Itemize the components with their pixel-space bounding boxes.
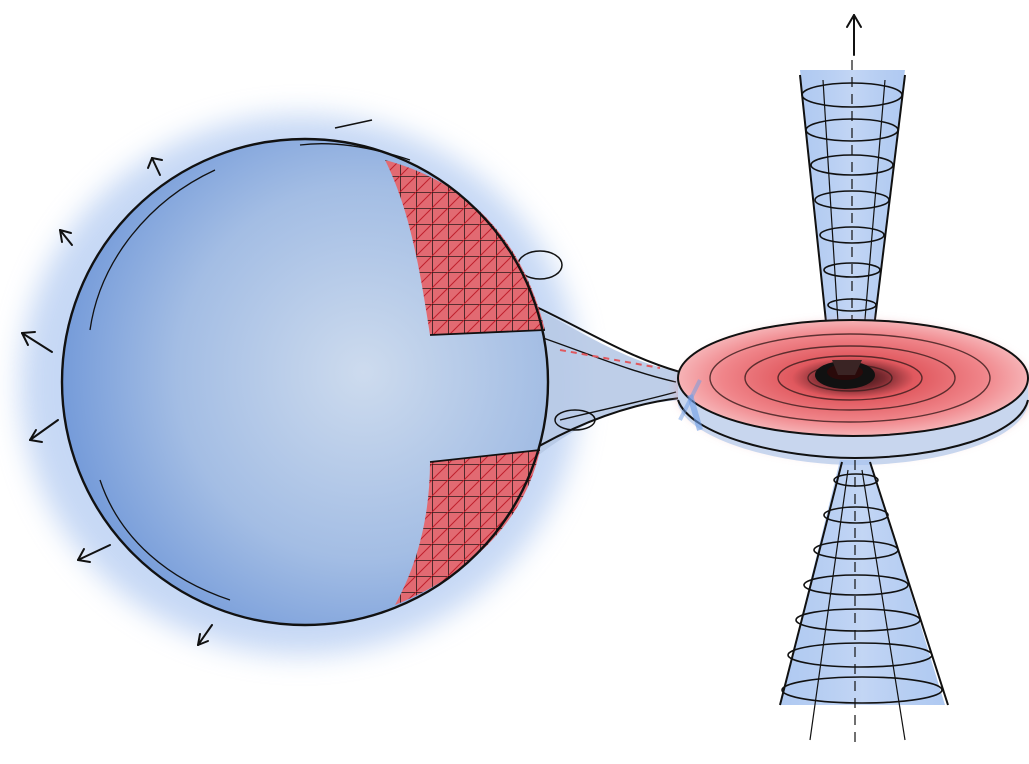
arrow-icon	[847, 15, 861, 55]
relativistic-jet-upper	[800, 15, 905, 360]
relativistic-jet-lower	[780, 460, 948, 745]
accretion-disk	[677, 320, 1029, 465]
